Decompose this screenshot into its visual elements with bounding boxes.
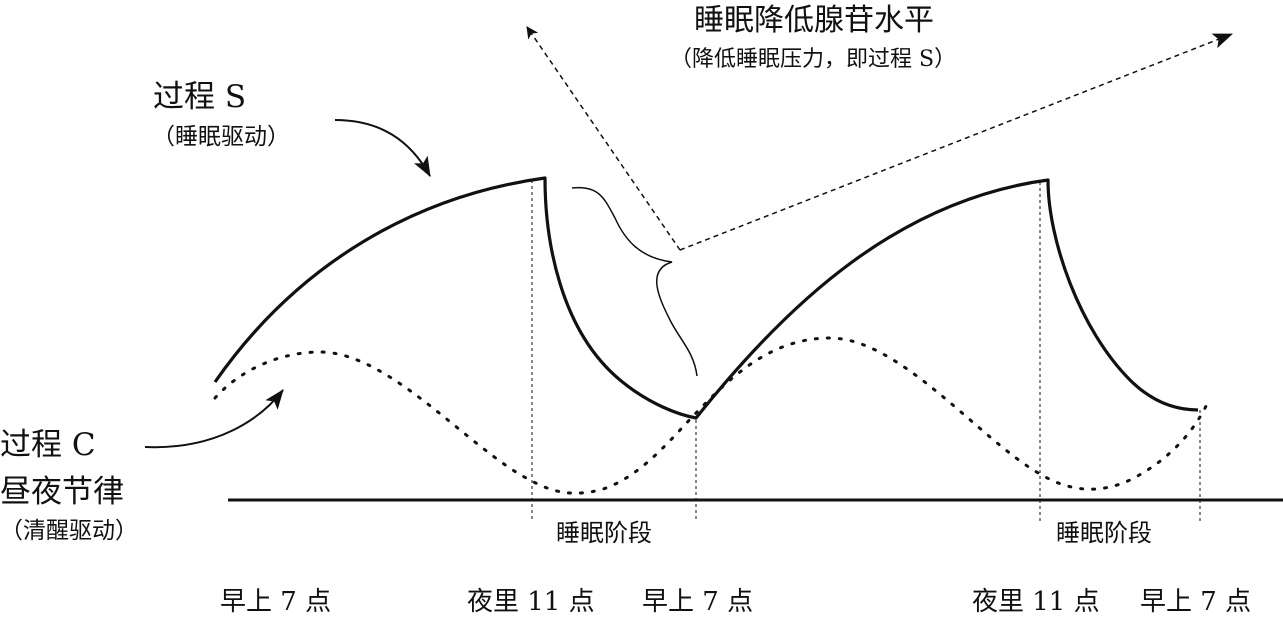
- dashed-arrow-upper-left: [526, 26, 681, 251]
- time-label: 早上 7 点: [642, 587, 753, 614]
- adenosine-subtitle: （降低睡眠压力，即过程 S）: [670, 47, 956, 72]
- sleep-phase-label-1: 睡眠阶段: [556, 519, 652, 547]
- process-c-pointer-arrow: [144, 389, 284, 449]
- process-c-subtitle: （清醒驱动）: [0, 518, 138, 544]
- time-label: 夜里 11 点: [467, 587, 595, 614]
- process-c-circadian-curve: [213, 336, 1210, 495]
- time-label: 夜里 11 点: [972, 587, 1100, 614]
- sleep-phase-label-2: 睡眠阶段: [1056, 519, 1152, 547]
- process-s-title: 过程 S: [153, 79, 246, 115]
- time-label: 早上 7 点: [220, 587, 331, 614]
- time-label: 早上 7 点: [1140, 587, 1251, 614]
- process-c-circadian-label: 昼夜节律: [0, 474, 124, 510]
- sleep-drop-brace: [571, 186, 698, 377]
- process-c-title: 过程 C: [0, 427, 96, 463]
- process-s-sleep-pressure-curve: [213, 176, 1199, 420]
- adenosine-title: 睡眠降低腺苷水平: [694, 3, 934, 38]
- process-s-pointer-arrow: [334, 119, 431, 177]
- process-s-subtitle: （睡眠驱动）: [152, 124, 290, 150]
